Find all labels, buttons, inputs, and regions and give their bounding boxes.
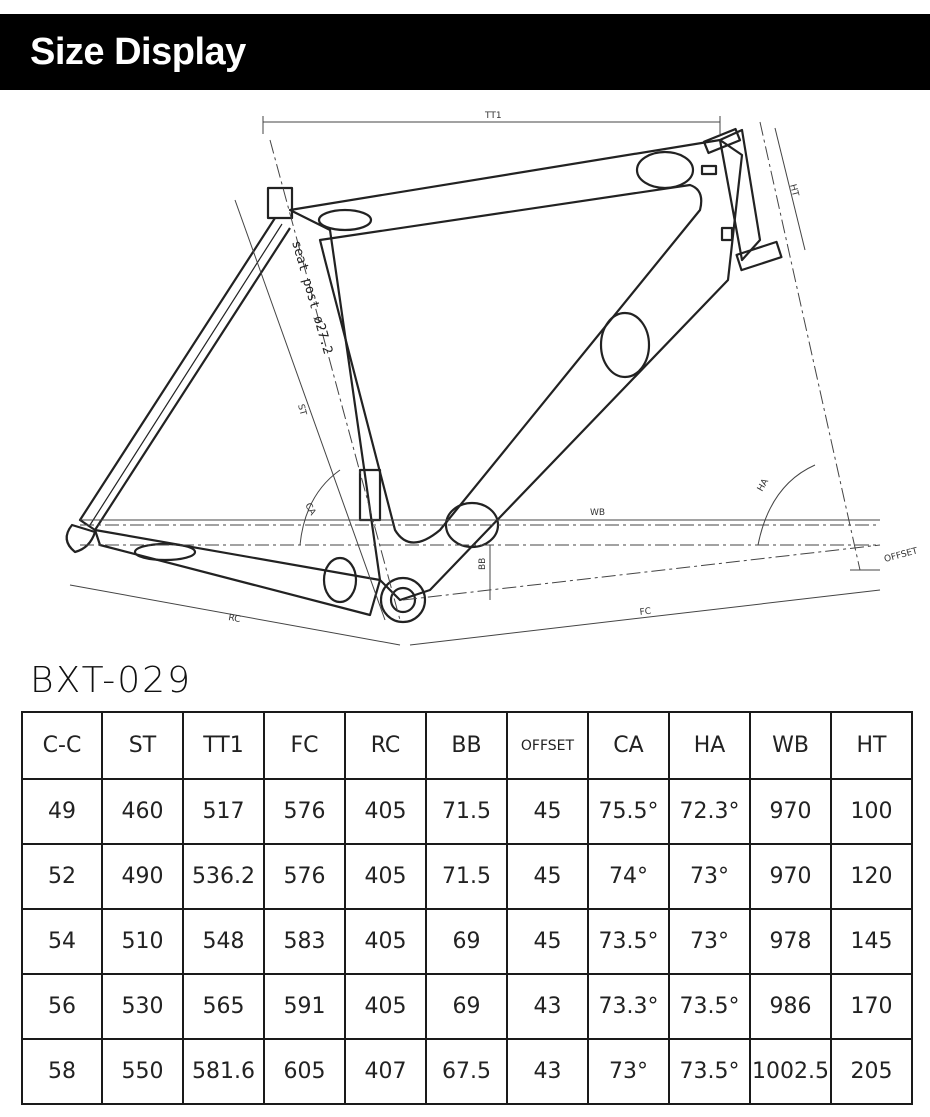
table-cell: 970 — [749, 843, 832, 910]
table-cell: 45 — [506, 843, 589, 910]
column-header: TT1 — [182, 711, 265, 780]
header-bar: Size Display — [0, 14, 930, 90]
table-cell: 205 — [830, 1038, 913, 1105]
label-wb: WB — [590, 508, 605, 518]
table-cell: 405 — [344, 908, 427, 975]
bicycle-frame-geometry-diagram-icon: TT1 HT ST CA HA WB BB RC FC OFFSET seat … — [65, 111, 919, 646]
table-cell: 170 — [830, 973, 913, 1040]
table-cell: 530 — [101, 973, 184, 1040]
table-cell: 45 — [506, 778, 589, 845]
table-cell: 49 — [21, 778, 103, 845]
table-cell: 405 — [344, 778, 427, 845]
table-cell: 548 — [182, 908, 265, 975]
label-fc: FC — [639, 607, 652, 618]
table-cell: 73° — [587, 1038, 670, 1105]
table-cell: 73.3° — [587, 973, 670, 1040]
table-cell: 56 — [21, 973, 103, 1040]
column-header: FC — [263, 711, 346, 780]
table-cell: 517 — [182, 778, 265, 845]
table-cell: 73° — [668, 843, 751, 910]
label-ha: HA — [756, 477, 772, 494]
table-row: 56 530 565 591 405 69 43 73.3° 73.5° 986… — [21, 973, 913, 1040]
table-cell: 970 — [749, 778, 832, 845]
table-row: 49 460 517 576 405 71.5 45 75.5° 72.3° 9… — [21, 778, 913, 845]
table-cell: 581.6 — [182, 1038, 265, 1105]
table-cell: 52 — [21, 843, 103, 910]
table-cell: 576 — [263, 778, 346, 845]
table-cell: 490 — [101, 843, 184, 910]
table-cell: 407 — [344, 1038, 427, 1105]
label-st: ST — [295, 403, 308, 417]
table-cell: 73.5° — [668, 973, 751, 1040]
table-cell: 69 — [425, 908, 508, 975]
table-cell: 73° — [668, 908, 751, 975]
model-name: BXT-029 — [30, 660, 192, 701]
frame-geometry-diagram: TT1 HT ST CA HA WB BB RC FC OFFSET seat … — [0, 100, 930, 660]
table-cell: 71.5 — [425, 843, 508, 910]
table-cell: 583 — [263, 908, 346, 975]
column-header: C-C — [21, 711, 103, 780]
table-cell: 576 — [263, 843, 346, 910]
table-cell: 986 — [749, 973, 832, 1040]
table-row: 52 490 536.2 576 405 71.5 45 74° 73° 970… — [21, 843, 913, 910]
table-cell: 605 — [263, 1038, 346, 1105]
table-cell: 73.5° — [587, 908, 670, 975]
table-cell: 43 — [506, 1038, 589, 1105]
table-cell: 54 — [21, 908, 103, 975]
table-cell: 978 — [749, 908, 832, 975]
column-header: WB — [749, 711, 832, 780]
label-ht: HT — [787, 183, 800, 198]
table-cell: 1002.5 — [749, 1038, 832, 1105]
table-row: 58 550 581.6 605 407 67.5 43 73° 73.5° 1… — [21, 1038, 913, 1105]
table-cell: 75.5° — [587, 778, 670, 845]
table-cell: 510 — [101, 908, 184, 975]
label-offset: OFFSET — [883, 546, 919, 565]
table-cell: 100 — [830, 778, 913, 845]
table-cell: 591 — [263, 973, 346, 1040]
table-cell: 71.5 — [425, 778, 508, 845]
table-cell: 58 — [21, 1038, 103, 1105]
table-cell: 74° — [587, 843, 670, 910]
table-cell: 67.5 — [425, 1038, 508, 1105]
table-cell: 405 — [344, 843, 427, 910]
column-header: BB — [425, 711, 508, 780]
label-ca: CA — [302, 502, 317, 519]
table-header-row: C-C ST TT1 FC RC BB OFFSET CA HA WB HT — [21, 711, 913, 780]
column-header: RC — [344, 711, 427, 780]
table-cell: 460 — [101, 778, 184, 845]
table-cell: 145 — [830, 908, 913, 975]
label-bb: BB — [478, 558, 488, 570]
table-cell: 73.5° — [668, 1038, 751, 1105]
table-row: 54 510 548 583 405 69 45 73.5° 73° 978 1… — [21, 908, 913, 975]
table-cell: 565 — [182, 973, 265, 1040]
table-cell: 45 — [506, 908, 589, 975]
column-header: HA — [668, 711, 751, 780]
column-header: OFFSET — [506, 711, 589, 780]
table-cell: 536.2 — [182, 843, 265, 910]
table-cell: 69 — [425, 973, 508, 1040]
column-header: ST — [101, 711, 184, 780]
page-title: Size Display — [30, 30, 246, 73]
label-seat-post: seat post ø27.2 — [288, 239, 335, 356]
table-cell: 43 — [506, 973, 589, 1040]
table-cell: 120 — [830, 843, 913, 910]
table-cell: 72.3° — [668, 778, 751, 845]
label-rc: RC — [227, 613, 241, 625]
size-geometry-table: C-C ST TT1 FC RC BB OFFSET CA HA WB HT 4… — [21, 711, 913, 1105]
table-cell: 405 — [344, 973, 427, 1040]
column-header: CA — [587, 711, 670, 780]
column-header: HT — [830, 711, 913, 780]
table-cell: 550 — [101, 1038, 184, 1105]
label-tt1: TT1 — [484, 111, 502, 121]
